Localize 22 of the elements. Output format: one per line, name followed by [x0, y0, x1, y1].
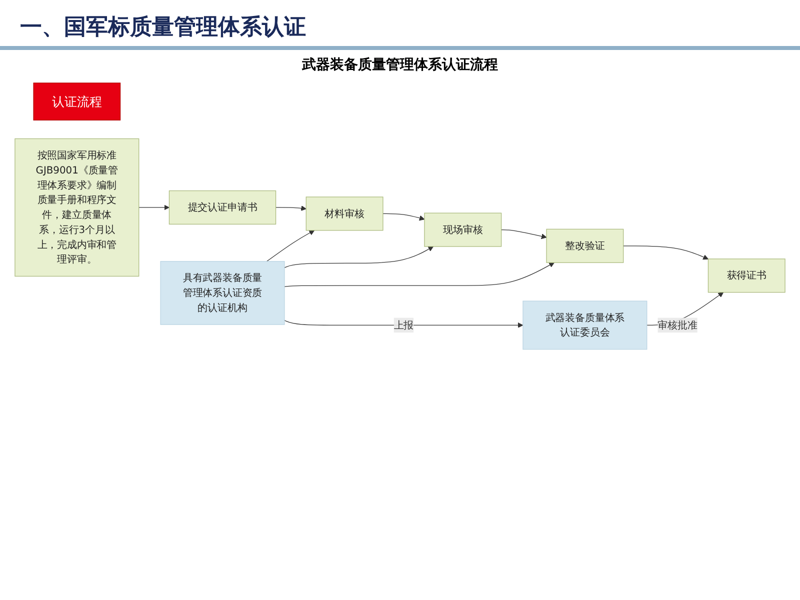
node-box: 按照国家军用标准GJB9001《质量管理体系要求》编制质量手册和程序文件，建立质量体系，运行3个月以上，完成内审和管理评审。	[14, 138, 140, 277]
node-box: 武器装备质量体系认证委员会	[522, 300, 648, 350]
node-box: 材料审核	[306, 196, 384, 231]
edge-label: 审核批准	[658, 319, 698, 331]
node-box: 具有武器装备质量管理体系认证资质的认证机构	[160, 261, 285, 325]
arrow	[382, 213, 425, 221]
node-box: 提交认证申请书	[168, 190, 276, 225]
arrow	[284, 262, 554, 287]
arrow	[623, 246, 708, 260]
page-title: 一、国军标质量管理体系认证	[0, 0, 800, 50]
arrow	[284, 320, 524, 328]
arrow	[266, 230, 315, 262]
arrow	[284, 246, 434, 268]
arrow	[275, 206, 306, 211]
node-box: 获得证书	[708, 258, 786, 293]
node-box: 整改验证	[546, 228, 624, 263]
arrow	[500, 229, 547, 239]
arrow	[138, 204, 170, 210]
node-box: 认证流程	[33, 82, 121, 120]
node-box: 现场审核	[424, 212, 502, 247]
edge-label: 上报	[394, 319, 414, 331]
subtitle: 武器装备质量管理体系认证流程	[300, 56, 499, 74]
